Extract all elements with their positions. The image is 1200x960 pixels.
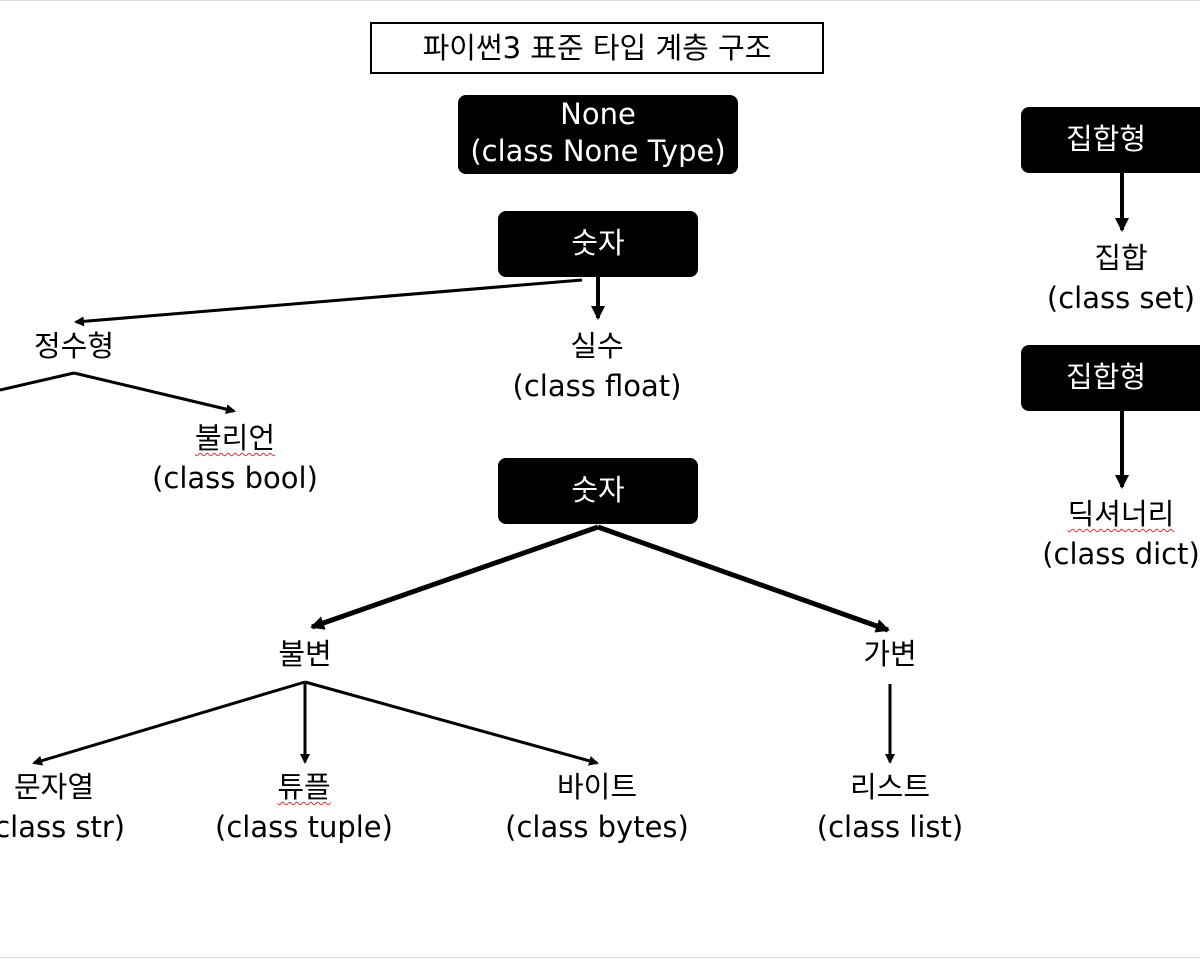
immutable-name: 불변 (278, 637, 332, 671)
mapping-type-box: 집합형 (1021, 345, 1200, 411)
dict-name: 딕셔너리 (1067, 497, 1175, 531)
arrow-immutable-str (32, 680, 306, 766)
node-str: 문자열 (class str) (0, 767, 154, 847)
arrow-immutable-bytes (304, 680, 599, 766)
none-label: None (560, 97, 636, 131)
bottom-border (0, 957, 1200, 958)
mutable-name: 가변 (863, 637, 917, 671)
set-type-box: 집합형 (1021, 107, 1200, 173)
bool-name: 불리언 (194, 421, 276, 455)
tuple-class: (class tuple) (215, 810, 393, 844)
bytes-class: (class bytes) (505, 810, 689, 844)
numeric-box: 숫자 (498, 211, 698, 277)
none-type-box: None (class None Type) (458, 95, 738, 174)
tuple-name: 튜플 (277, 770, 331, 804)
node-dict: 딕셔너리 (class dict) (1021, 494, 1200, 574)
arrow-sequence-immutable (310, 524, 599, 630)
integer-name: 정수형 (33, 329, 115, 363)
list-name: 리스트 (849, 770, 931, 804)
node-list: 리스트 (class list) (790, 767, 990, 847)
node-mutable: 가변 (820, 634, 960, 674)
node-tuple: 튜플 (class tuple) (204, 767, 404, 847)
set-class: (class set) (1046, 281, 1196, 315)
float-class: (class float) (512, 369, 682, 403)
sequence-box: 숫자 (498, 458, 698, 524)
dict-class: (class dict) (1042, 537, 1200, 571)
top-border (0, 0, 1200, 1)
str-name: 문자열 (13, 770, 95, 804)
node-bool: 불리언 (class bool) (135, 418, 335, 498)
node-integer: 정수형 (0, 326, 148, 366)
arrow-integer-bool (73, 371, 236, 415)
arrow-integer-offscreen (0, 371, 75, 392)
set-name: 집합 (1094, 241, 1148, 275)
str-class: (class str) (0, 810, 126, 844)
node-set: 집합 (class set) (1021, 238, 1200, 318)
float-name: 실수 (570, 329, 624, 363)
arrow-sequence-mutable (597, 524, 890, 633)
none-class-label: (class None Type) (470, 134, 726, 168)
bool-class: (class bool) (152, 461, 318, 495)
bytes-name: 바이트 (556, 770, 638, 804)
node-float: 실수 (class float) (497, 326, 697, 406)
node-immutable: 불변 (235, 634, 375, 674)
arrow-numeric-integer (74, 278, 583, 327)
list-class: (class list) (816, 810, 964, 844)
node-bytes: 바이트 (class bytes) (497, 767, 697, 847)
diagram-title: 파이썬3 표준 타입 계층 구조 (370, 22, 824, 74)
